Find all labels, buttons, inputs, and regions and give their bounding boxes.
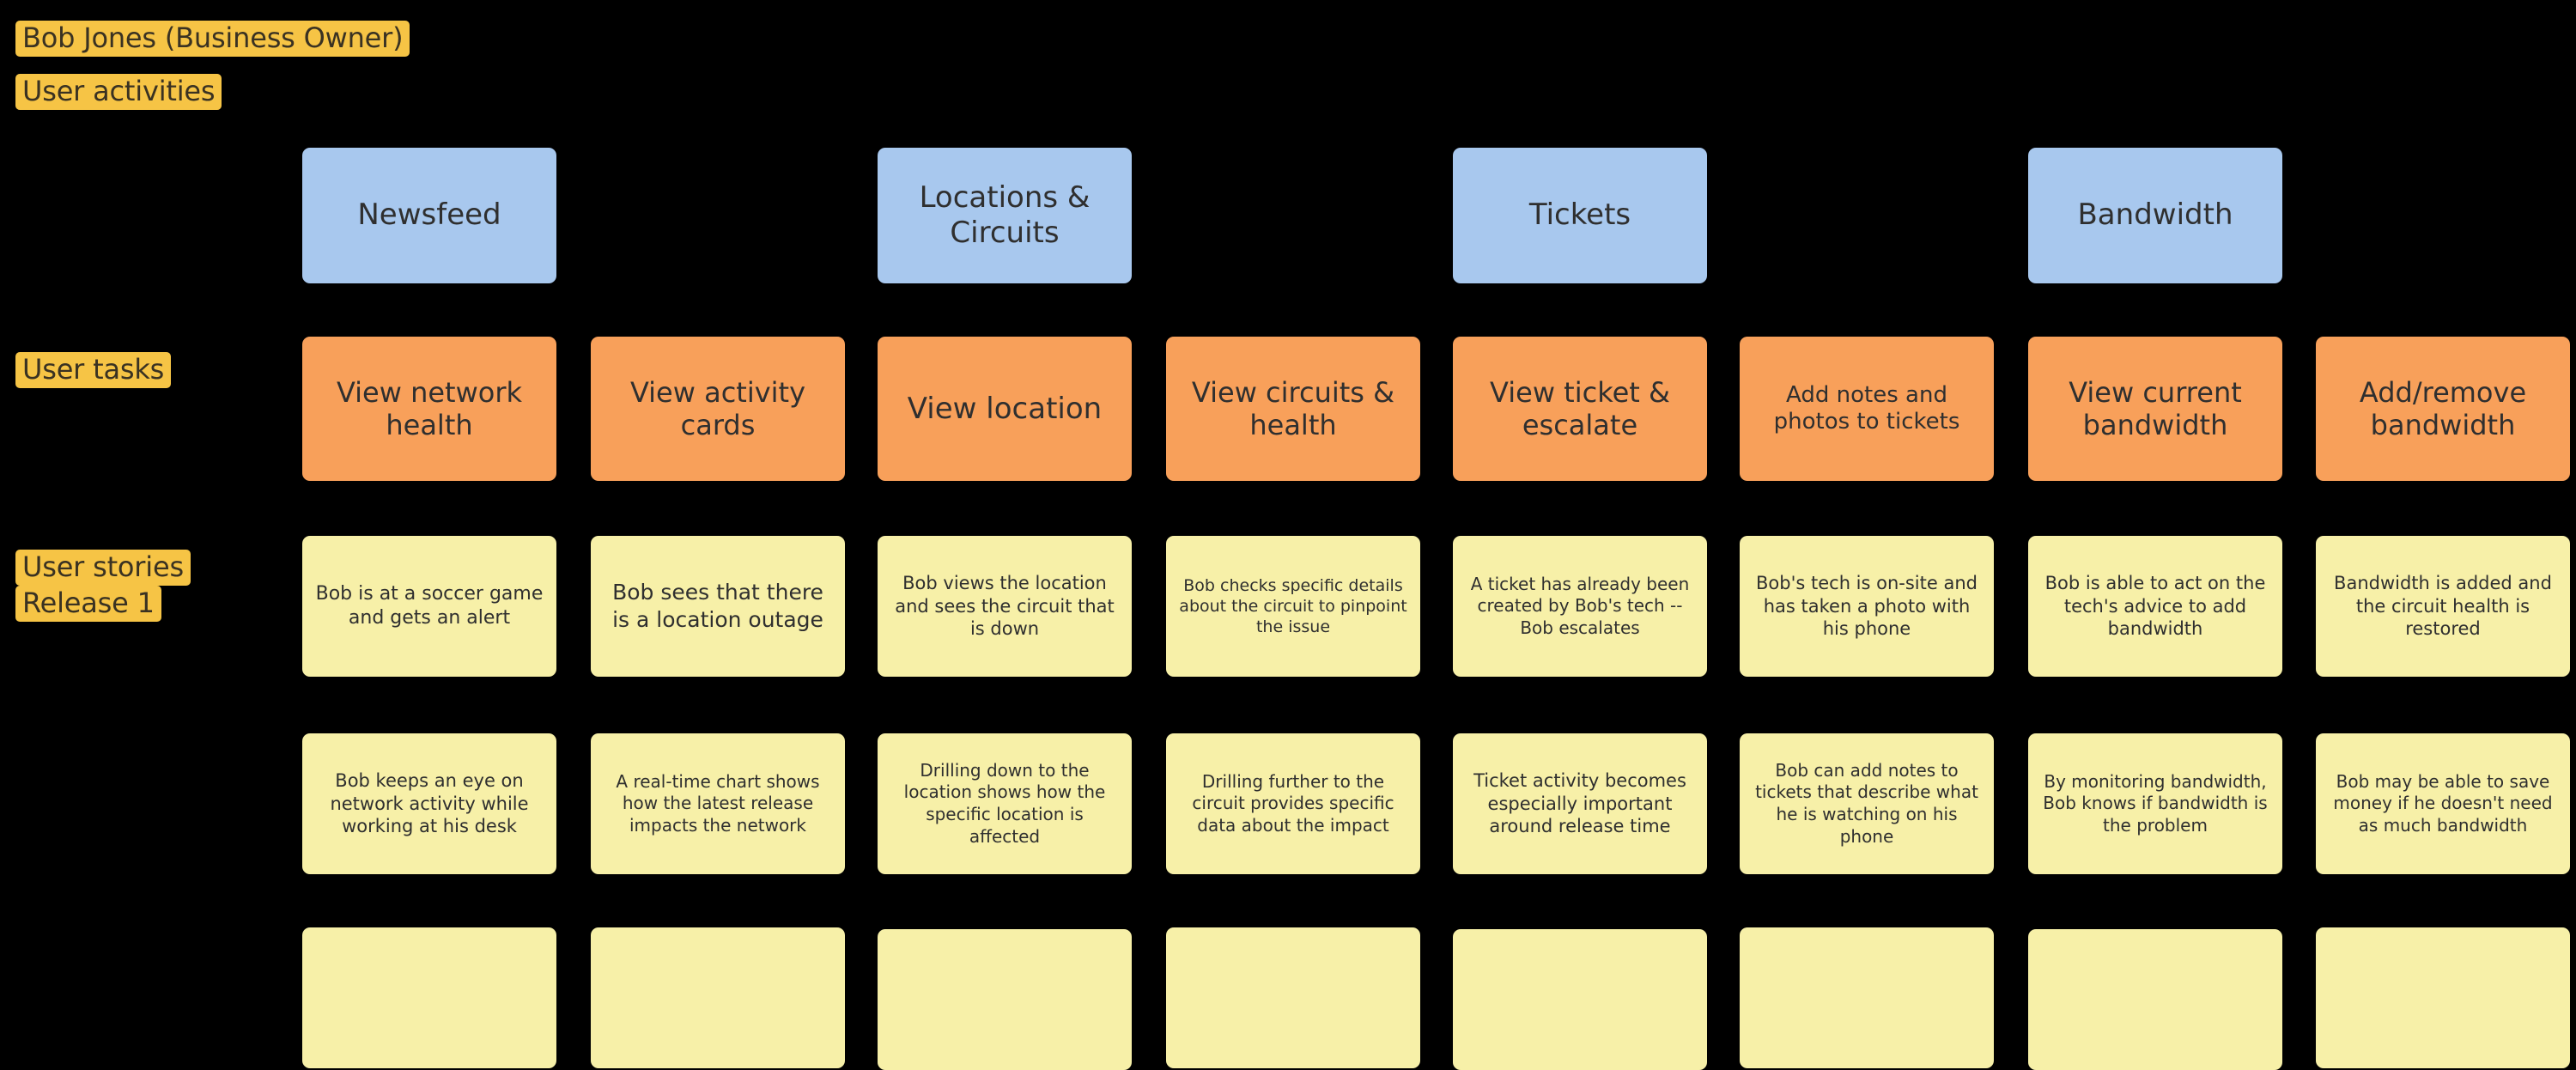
task-card-view-location[interactable]: View location	[878, 337, 1132, 481]
row-label-user-activities-text: User activities	[15, 74, 222, 110]
story-card[interactable]: Bob is able to act on the tech's advice …	[2028, 536, 2282, 677]
task-card-view-current-bandwidth[interactable]: View current bandwidth	[2028, 337, 2282, 481]
activity-card-bandwidth[interactable]: Bandwidth	[2028, 148, 2282, 283]
story-card[interactable]: Bob sees that there is a location outage	[591, 536, 845, 677]
row-label-user-stories-text: User stories	[15, 550, 191, 586]
activity-card-locations-circuits[interactable]: Locations & Circuits	[878, 148, 1132, 283]
activity-card-tickets[interactable]: Tickets	[1453, 148, 1707, 283]
story-card-label: Ticket activity becomes especially impor…	[1473, 769, 1686, 837]
story-card-label: Drilling further to the circuit provides…	[1192, 770, 1394, 836]
story-card[interactable]: Ticket activity becomes especially impor…	[1453, 733, 1707, 874]
activity-card-label: Newsfeed	[357, 198, 501, 233]
task-card-view-ticket-escalate[interactable]: View ticket & escalate	[1453, 337, 1707, 481]
story-card-label: Bob can add notes to tickets that descri…	[1755, 759, 1978, 847]
story-card-label: Bob is at a soccer game and gets an aler…	[315, 582, 544, 629]
story-card-label: Bob sees that there is a location outage	[612, 580, 823, 632]
story-card[interactable]: Bob keeps an eye on network activity whi…	[302, 733, 556, 874]
story-card[interactable]: Bandwidth is added and the circuit healt…	[2316, 536, 2570, 677]
activity-card-label: Locations & Circuits	[919, 179, 1091, 250]
row-label-user-tasks: User tasks	[15, 352, 172, 388]
story-card-clipped[interactable]	[1453, 929, 1707, 1070]
task-card-label: View current bandwidth	[2069, 375, 2242, 441]
story-card-label: Bob's tech is on-site and has taken a ph…	[1756, 572, 1978, 640]
story-card-label: Bob views the location and sees the circ…	[895, 572, 1115, 640]
story-card-label: Bob is able to act on the tech's advice …	[2044, 572, 2266, 640]
task-card-add-remove-bandwidth[interactable]: Add/remove bandwidth	[2316, 337, 2570, 481]
story-card-clipped[interactable]	[591, 927, 845, 1068]
story-card-label: Bob keeps an eye on network activity whi…	[330, 769, 529, 837]
row-label-user-stories: User stories Release 1	[15, 550, 191, 622]
story-card-clipped[interactable]	[302, 927, 556, 1068]
activity-card-label: Tickets	[1528, 198, 1631, 233]
story-card-label: By monitoring bandwidth, Bob knows if ba…	[2043, 770, 2268, 836]
story-card-label: Bandwidth is added and the circuit healt…	[2334, 572, 2552, 640]
story-card[interactable]: Bob's tech is on-site and has taken a ph…	[1740, 536, 1994, 677]
task-card-label: View circuits & health	[1191, 375, 1395, 441]
story-card-label: Bob checks specific details about the ci…	[1179, 575, 1407, 637]
story-card-label: A real-time chart shows how the latest r…	[616, 770, 820, 836]
task-card-view-network-health[interactable]: View network health	[302, 337, 556, 481]
persona-label: Bob Jones (Business Owner)	[15, 21, 410, 57]
row-label-user-activities: User activities	[15, 74, 222, 110]
story-map-board: Bob Jones (Business Owner) User activiti…	[15, 21, 2570, 1070]
story-card[interactable]: Bob checks specific details about the ci…	[1166, 536, 1420, 677]
story-card[interactable]: Bob views the location and sees the circ…	[878, 536, 1132, 677]
story-card[interactable]: Bob can add notes to tickets that descri…	[1740, 733, 1994, 874]
row-label-release-text: Release 1	[15, 586, 161, 622]
persona-label-text: Bob Jones (Business Owner)	[15, 21, 410, 57]
task-card-label: View ticket & escalate	[1490, 375, 1670, 441]
task-card-view-circuits-health[interactable]: View circuits & health	[1166, 337, 1420, 481]
story-card[interactable]: Drilling further to the circuit provides…	[1166, 733, 1420, 874]
task-card-label: View location	[907, 391, 1103, 426]
task-card-label: Add/remove bandwidth	[2359, 375, 2527, 441]
story-card-label: Drilling down to the location shows how …	[903, 759, 1106, 847]
task-card-label: View activity cards	[629, 375, 806, 441]
story-card-clipped[interactable]	[1166, 927, 1420, 1068]
task-card-label: Add notes and photos to tickets	[1773, 381, 1960, 435]
story-card[interactable]: By monitoring bandwidth, Bob knows if ba…	[2028, 733, 2282, 874]
activity-card-label: Bandwidth	[2077, 198, 2233, 233]
story-card-clipped[interactable]	[2316, 927, 2570, 1068]
story-card[interactable]: Bob is at a soccer game and gets an aler…	[302, 536, 556, 677]
task-card-add-notes-photos[interactable]: Add notes and photos to tickets	[1740, 337, 1994, 481]
task-card-view-activity-cards[interactable]: View activity cards	[591, 337, 845, 481]
story-card[interactable]: A real-time chart shows how the latest r…	[591, 733, 845, 874]
story-card[interactable]: A ticket has already been created by Bob…	[1453, 536, 1707, 677]
activity-card-newsfeed[interactable]: Newsfeed	[302, 148, 556, 283]
row-label-user-tasks-text: User tasks	[15, 352, 172, 388]
story-card-label: A ticket has already been created by Bob…	[1470, 573, 1690, 638]
task-card-label: View network health	[336, 375, 523, 441]
story-card-label: Bob may be able to save money if he does…	[2333, 770, 2553, 836]
story-card[interactable]: Drilling down to the location shows how …	[878, 733, 1132, 874]
story-card[interactable]: Bob may be able to save money if he does…	[2316, 733, 2570, 874]
story-card-clipped[interactable]	[1740, 927, 1994, 1068]
story-card-clipped[interactable]	[878, 929, 1132, 1070]
story-card-clipped[interactable]	[2028, 929, 2282, 1070]
